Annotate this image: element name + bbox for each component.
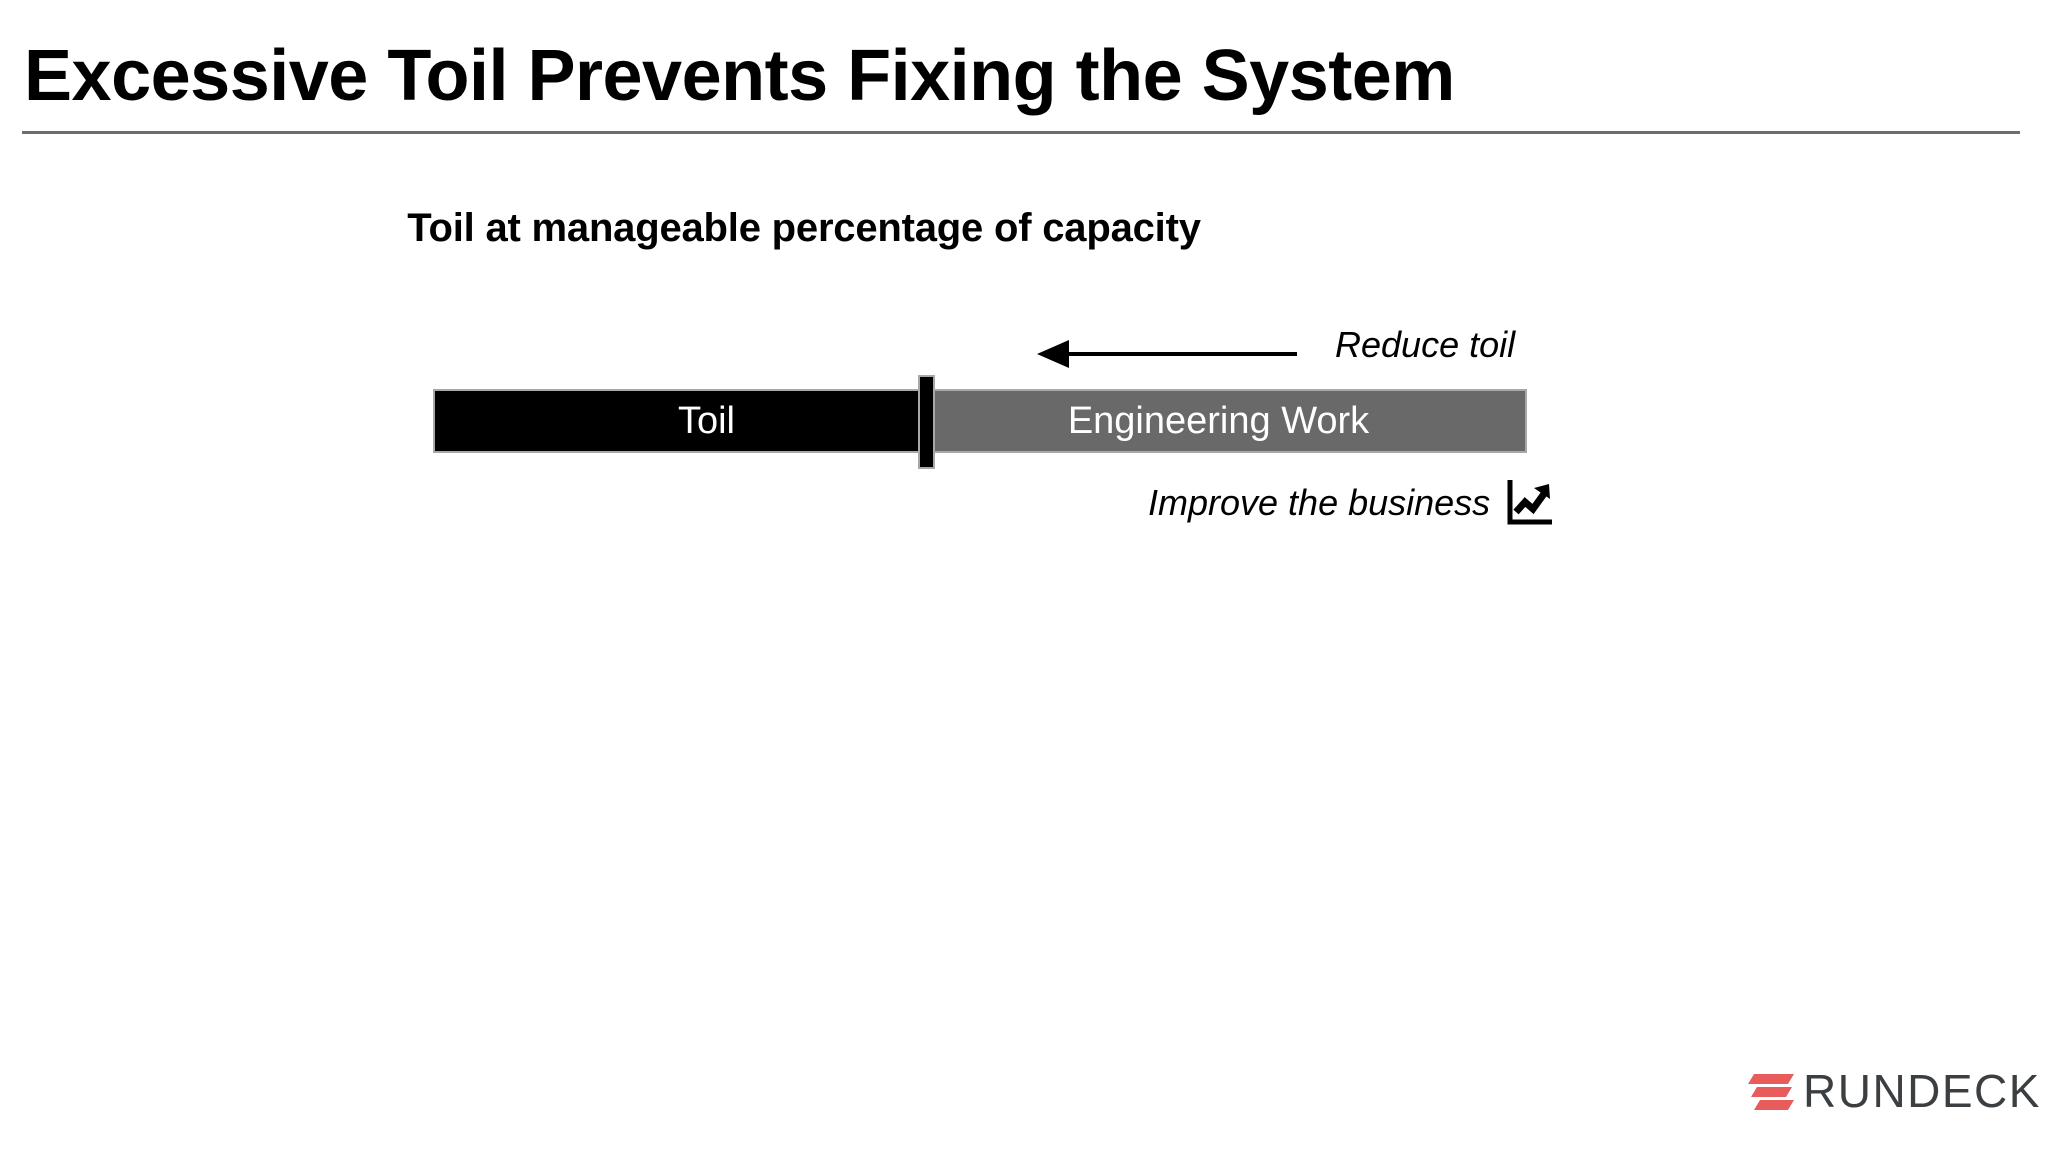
bar-segment-engineering-work[interactable]: Engineering Work	[928, 391, 1525, 451]
bar-segment-engineering-work-label: Engineering Work	[1067, 400, 1370, 442]
capacity-bar[interactable]: Toil Engineering Work	[435, 391, 1525, 451]
title-divider-rule	[22, 131, 2020, 134]
improve-business-annotation: Improve the business	[1148, 478, 1556, 528]
growth-chart-icon	[1507, 480, 1553, 525]
rundeck-wordmark: RUNDECK	[1803, 1065, 2041, 1117]
subtitle: Toil at manageable percentage of capacit…	[0, 206, 2048, 251]
subtitle-text: Toil at manageable percentage of capacit…	[407, 206, 1201, 250]
rundeck-logo: RUNDECK	[1748, 1068, 2041, 1114]
improve-business-label: Improve the business	[1148, 482, 1491, 523]
capacity-divider-handle[interactable]	[920, 377, 933, 467]
page-title: Excessive Toil Prevents Fixing the Syste…	[24, 36, 1455, 116]
reduce-toil-label: Reduce toil	[1335, 324, 1516, 365]
bar-segment-toil[interactable]: Toil	[435, 391, 928, 451]
rundeck-logo-mark-icon	[1748, 1074, 1794, 1110]
left-arrow-icon	[1037, 340, 1297, 368]
bar-segment-toil-label: Toil	[677, 400, 736, 442]
